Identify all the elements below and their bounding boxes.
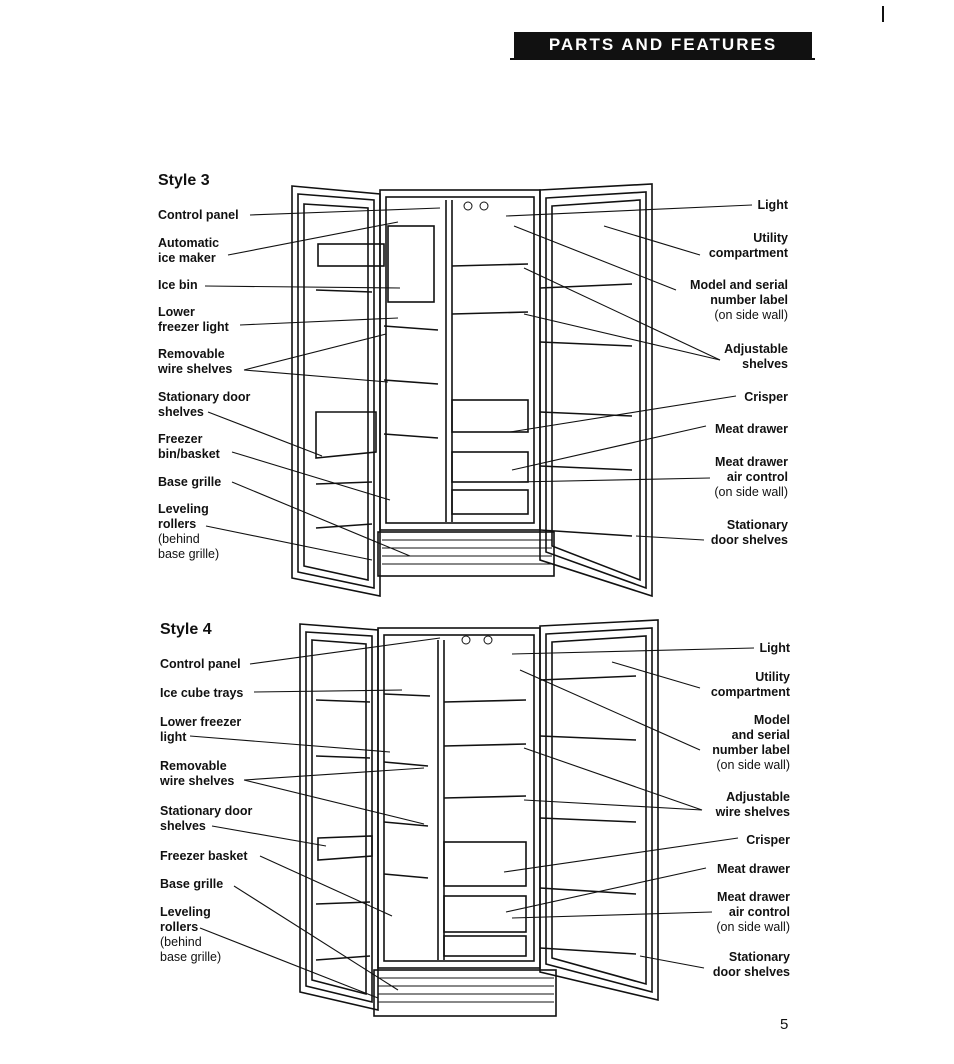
- s4-label-crisper: Crisper: [746, 833, 790, 847]
- s4-label-light: Light: [759, 641, 790, 655]
- s4-label-meat-drawer: Meat drawer: [717, 862, 790, 876]
- s3-label-base-grille: Base grille: [158, 475, 222, 489]
- s4-label-control-panel: Control panel: [160, 657, 241, 671]
- s3-label-meat-drawer: Meat drawer: [715, 422, 788, 436]
- s3-label-control-panel: Control panel: [158, 208, 239, 222]
- page-edge-mark: [882, 6, 884, 22]
- style3-title: Style 3: [158, 172, 210, 189]
- section-header: PARTS AND FEATURES: [514, 32, 812, 58]
- s4-label-base-grille: Base grille: [160, 877, 224, 891]
- header-underline: [510, 58, 815, 60]
- s3-label-crisper: Crisper: [744, 390, 788, 404]
- s3-label-light: Light: [757, 198, 788, 212]
- s4-label-freezer-basket: Freezer basket: [160, 849, 248, 863]
- s4-label-ice-cube-trays: Ice cube trays: [160, 686, 244, 700]
- page-number: 5: [780, 1016, 789, 1033]
- s3-label-ice-bin: Ice bin: [158, 278, 198, 292]
- style4-title: Style 4: [160, 621, 212, 638]
